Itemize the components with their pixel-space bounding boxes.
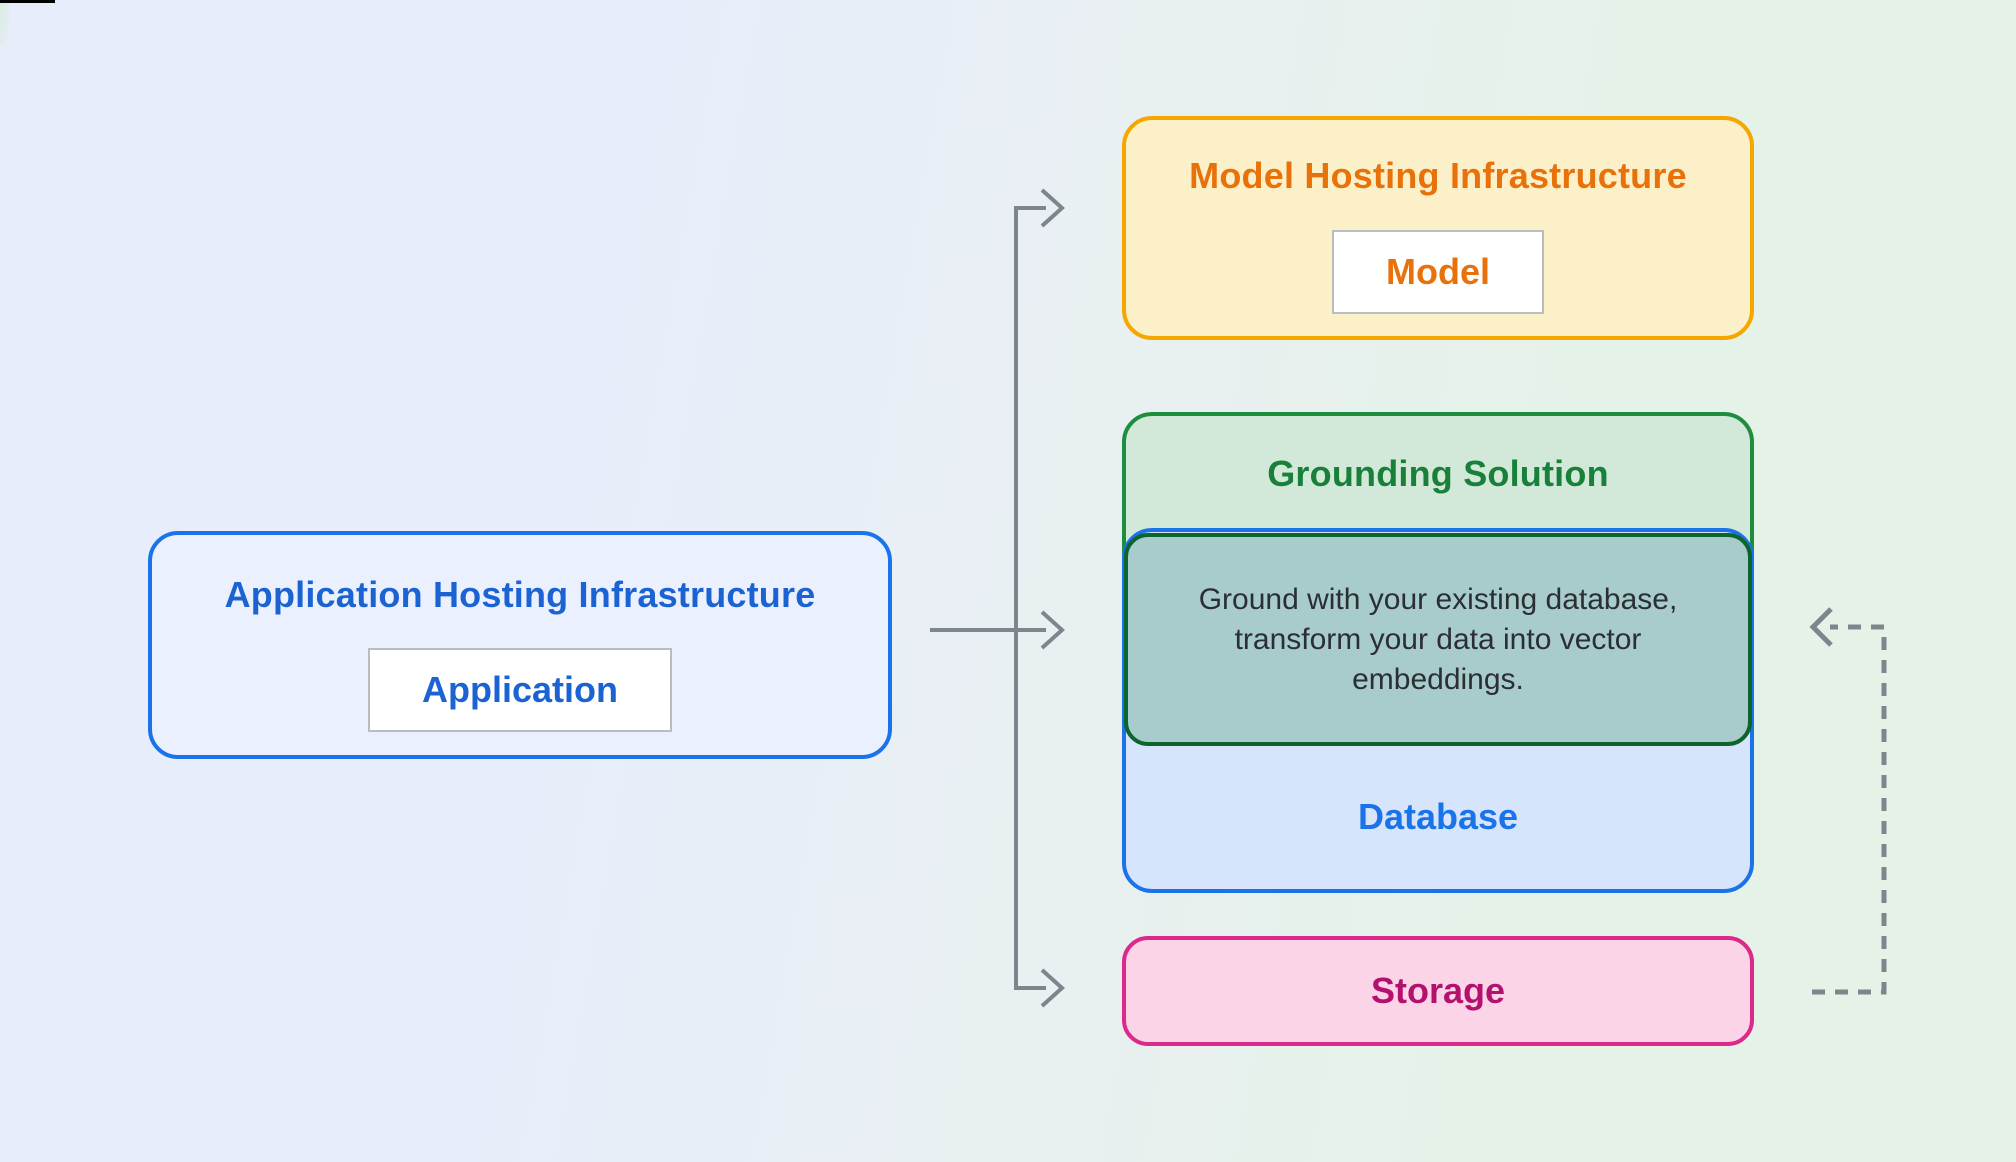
grounding-description-box: Ground with your existing database, tran… (1124, 533, 1752, 746)
model-chip-label: Model (1386, 251, 1490, 292)
application-chip: Application (368, 648, 672, 732)
model-hosting-title: Model Hosting Infrastructure (1189, 155, 1687, 196)
dashed-storage-to-database-line (1812, 624, 1887, 995)
grounding-description-text: Ground with your existing database, tran… (1198, 582, 1678, 696)
database-label: Database (1357, 796, 1519, 837)
application-hosting-box: Application Hosting Infrastructure Appli… (148, 531, 892, 759)
application-hosting-title: Application Hosting Infrastructure (224, 574, 816, 615)
grounding-solution-title: Grounding Solution (1267, 453, 1609, 494)
arrowhead-to-storage (1040, 968, 1065, 1008)
storage-box: Storage (1122, 936, 1754, 1046)
window-corner-artifact (0, 0, 55, 3)
corner-gradient-sliver (0, 3, 9, 45)
model-chip: Model (1332, 230, 1544, 314)
dashed-arrowhead-to-database (1809, 607, 1833, 647)
model-hosting-box: Model Hosting Infrastructure Model (1122, 116, 1754, 340)
arrowhead-to-model (1040, 188, 1065, 228)
arrowhead-to-grounding (1040, 610, 1065, 650)
application-chip-label: Application (422, 669, 618, 710)
storage-label: Storage (1370, 970, 1506, 1011)
arrow-branch-line (1014, 206, 1046, 990)
